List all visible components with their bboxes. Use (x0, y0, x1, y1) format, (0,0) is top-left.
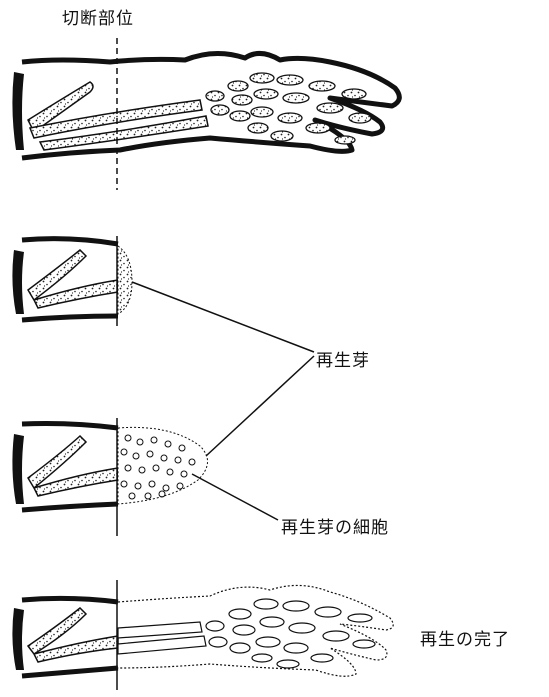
cut-site-label: 切断部位 (62, 4, 134, 29)
stump-outline-1 (22, 239, 118, 320)
early-blastema (118, 246, 132, 314)
stump-bones-2 (28, 436, 118, 496)
leader-blastema-2 (206, 356, 314, 456)
leader-blastema-1 (132, 282, 314, 352)
leader-cells (192, 474, 278, 520)
stump-fold-2 (12, 434, 24, 504)
stump-outline-3 (22, 598, 118, 676)
stump-bones-3 (28, 608, 118, 662)
stump-outline-2 (22, 424, 118, 511)
blastema-label: 再生芽 (316, 346, 370, 371)
stage-early-blastema (12, 236, 132, 326)
large-blastema (118, 427, 208, 504)
stage-regenerated (12, 580, 393, 690)
stump-fold-1 (12, 250, 24, 314)
stage-late-blastema (12, 418, 207, 536)
hand-bones-intact (206, 73, 371, 144)
regenerated-bones (118, 599, 375, 668)
stump-bones-1 (28, 250, 118, 308)
blastema-cells-label: 再生芽の細胞 (281, 513, 389, 538)
shoulder-fold (12, 72, 24, 150)
regeneration-complete-label: 再生の完了 (420, 625, 510, 650)
stump-fold-3 (12, 608, 24, 670)
stage-intact-limb (12, 38, 399, 190)
